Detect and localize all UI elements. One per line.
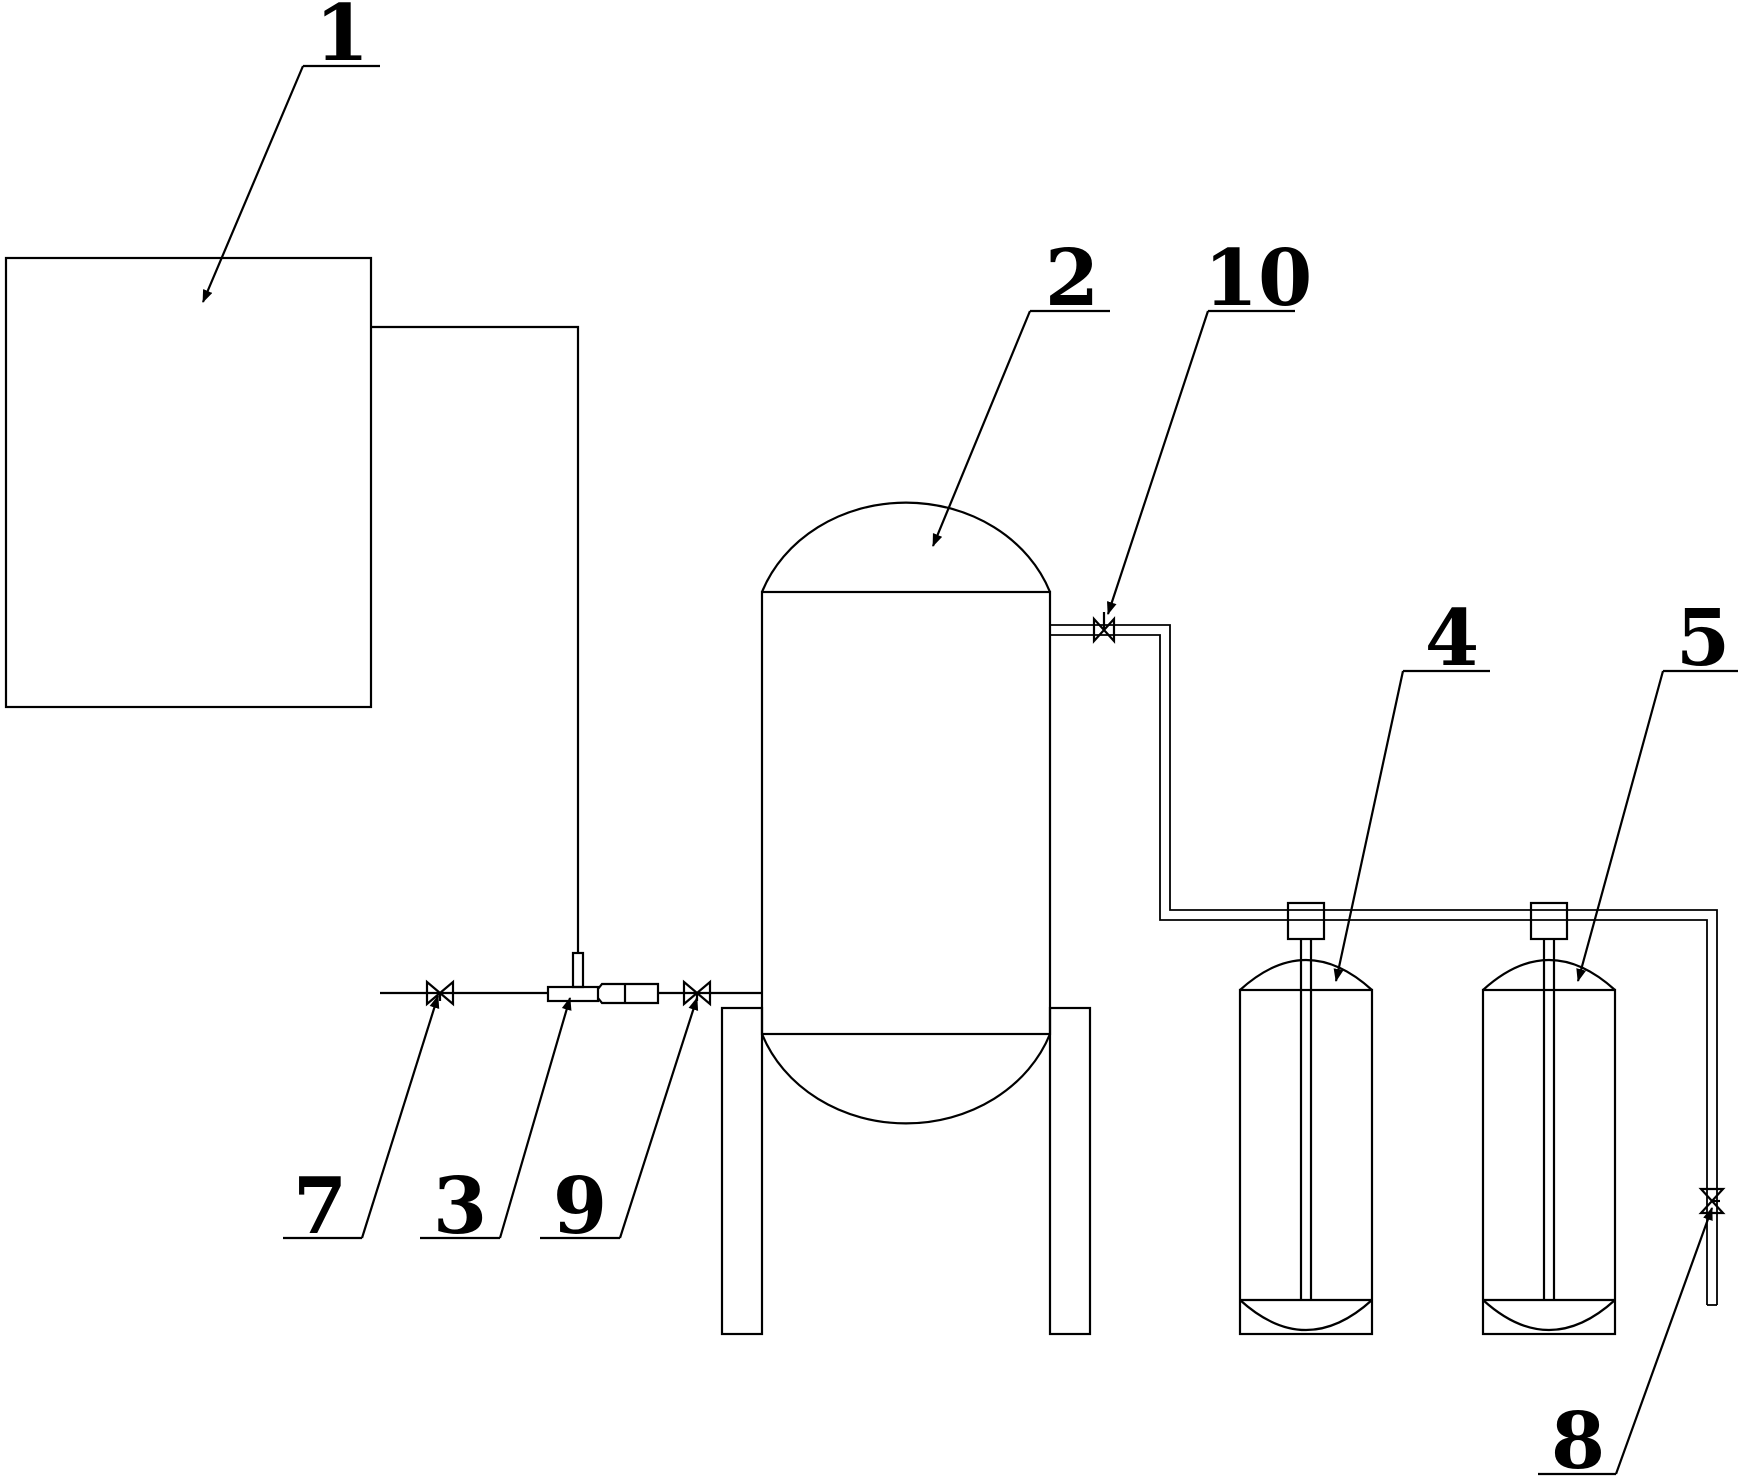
label-8: 8: [1551, 1396, 1605, 1479]
label-7: 7: [293, 1161, 347, 1252]
leader-4: [1333, 669, 1490, 982]
valve-10: [1092, 612, 1116, 644]
leader-2: [931, 309, 1110, 547]
label-1: 1: [315, 0, 369, 79]
leader-5: [1576, 669, 1738, 982]
vessel-leg-right: [1048, 1006, 1092, 1336]
valve-7: [425, 979, 455, 1007]
vessel-leg-left: [720, 1006, 764, 1336]
label-4: 4: [1425, 593, 1479, 684]
label-3: 3: [433, 1161, 487, 1252]
label-10: 10: [1204, 233, 1313, 324]
leader-3: [420, 997, 572, 1240]
leader-1: [201, 64, 380, 303]
label-2: 2: [1045, 233, 1099, 324]
valve-8: [1698, 1187, 1726, 1215]
ejector-3: [546, 951, 660, 1005]
label-9: 9: [553, 1161, 607, 1252]
leader-9: [540, 997, 699, 1240]
label-5: 5: [1676, 593, 1730, 684]
cylinder-4: [1238, 901, 1374, 1336]
tank-1: [4, 256, 373, 709]
outlet-pipe-inner: [1050, 634, 1708, 1305]
leader-8: [1538, 1207, 1714, 1476]
leader-10: [1106, 309, 1295, 615]
cylinder-5: [1481, 901, 1617, 1336]
outlet-pipe-outer: [1050, 624, 1718, 1305]
vessel-2: [760, 501, 1052, 1125]
pipe-tank-to-ejector: [371, 325, 580, 953]
leader-7: [283, 995, 440, 1240]
